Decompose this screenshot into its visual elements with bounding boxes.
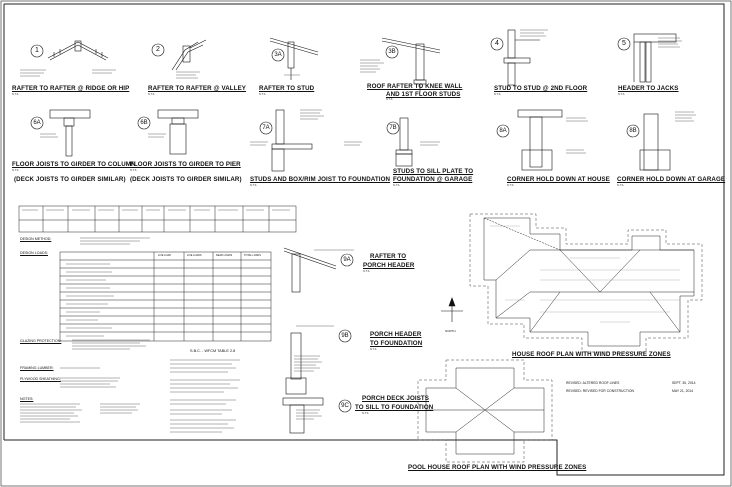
north-arrow-icon [441,297,463,322]
detail-9a-scale: N.T.S. [363,270,371,273]
detail-6a-scale: N.T.S. [12,169,20,172]
detail-6b-drawing [137,109,199,155]
loads-header-3: DEAD LOADS [216,254,233,257]
detail-8a-scale: N.T.S. [507,184,515,187]
north-label: NORTH [445,329,456,333]
revision-1-text: REVISED: ALTERED ROOF LINES [566,381,620,385]
pool-roof-plan-drawing [417,359,553,463]
design-method-heading: DESIGN METHOD: [20,237,52,241]
detail-7a-drawing [259,109,313,172]
detail-9a-title-2: PORCH HEADER [363,262,415,269]
loads-table [59,251,272,342]
detail-9c-number: 9C [341,403,349,409]
detail-3a-number: 3A [274,52,282,58]
detail-5-title: HEADER TO JACKS [618,85,679,92]
detail-4-number: 4 [495,40,499,47]
detail-6b-number: 6B [140,120,148,126]
detail-7b-title: STUDS TO SILL PLATE TO [393,168,474,175]
detail-9b-scale: N.T.S. [370,348,378,351]
revision-2-date: MAY 21, 2014 [672,389,694,393]
detail-9b-title-2: TO FOUNDATION [370,340,423,347]
detail-7b-scale: N.T.S. [393,184,401,187]
detail-2-title: RAFTER TO RAFTER @ VALLEY [148,85,247,92]
detail-9b-number: 9B [341,333,349,339]
detail-7b-number: 7B [389,125,397,131]
detail-3b-title-2: AND 1ST FLOOR STUDS [386,91,461,98]
detail-4-title: STUD TO STUD @ 2ND FLOOR [494,85,588,92]
detail-9a-number: 9A [343,257,351,263]
detail-6b-title: FLOOR JOISTS TO GIRDER TO PIER [130,161,241,168]
notes-heading: NOTES: [20,397,34,401]
detail-9c-title-2: TO SILL TO FOUNDATION [355,404,434,411]
detail-8b-number: 8B [629,128,637,134]
detail-3b-title: ROOF RAFTER TO KNEE WALL [367,83,463,90]
detail-3b-scale: N.T.S. [386,98,394,101]
detail-6b-title-2: (DECK JOISTS TO GIRDER SIMILAR) [130,176,242,183]
detail-3a-title: RAFTER TO STUD [259,85,315,92]
detail-7a-scale: N.T.S. [250,184,258,187]
detail-9a-drawing [283,247,354,293]
revision-1-date: SEPT. 30, 2014 [672,381,696,385]
detail-3a-scale: N.T.S. [259,93,267,96]
detail-2-drawing [151,39,207,71]
detail-3b-drawing [381,37,441,92]
plywood-heading: PLYWOOD SHEATHING: [20,377,61,381]
detail-6a-number: 6A [33,120,41,126]
design-loads-heading: DESIGN LOADS: [20,251,48,255]
detail-2-scale: N.T.S. [148,93,156,96]
detail-8a-number: 8A [499,128,507,134]
detail-6a-drawing [30,109,91,157]
house-roof-plan-drawing [469,213,703,353]
detail-1-drawing [30,40,109,61]
top-table [18,205,297,233]
detail-3b-number: 3B [388,49,396,55]
detail-8b-title: CORNER HOLD DOWN AT GARAGE [617,176,726,183]
detail-8b-scale: N.T.S. [617,184,625,187]
detail-7b-title-2: FOUNDATION @ GARAGE [393,176,473,183]
detail-5-drawing [617,33,677,83]
loads-header-1: LIVE LOAD [158,254,171,257]
loads-header-4: TOTAL LOADS [244,254,261,257]
detail-9b-title: PORCH HEADER [370,331,422,338]
detail-1-title: RAFTER TO RAFTER @ RIDGE OR HIP [12,85,130,92]
detail-9a-title: RAFTER TO [370,253,407,260]
revision-2-text: REVISED: REVISED FOR CONSTRUCTION [566,389,635,393]
detail-4-scale: N.T.S. [494,93,502,96]
detail-9c-title: PORCH DECK JOISTS [362,395,430,402]
detail-3a-drawing [269,37,319,80]
detail-7b-drawing [386,117,413,167]
detail-1-number: 1 [35,47,39,54]
detail-8b-drawing [626,113,671,171]
framing-heading: FRAMING LUMBER: [20,366,54,370]
detail-8a-drawing [496,109,563,171]
detail-9c-scale: N.T.S. [362,412,370,415]
detail-7a-title: STUDS AND BOX/RIM JOIST TO FOUNDATION [250,176,391,183]
detail-7a-number: 7A [262,125,270,131]
glazing-heading: GLAZING PROTECTION: [20,339,62,343]
detail-4-drawing [490,29,540,86]
pool-roof-plan-title: POOL HOUSE ROOF PLAN WITH WIND PRESSURE … [408,464,587,471]
sbc-heading: S.B.C. - WFCM TABLE 2.8 [190,349,236,353]
detail-6a-title: FLOOR JOISTS TO GIRDER TO COLUMN [12,161,136,168]
detail-8a-title: CORNER HOLD DOWN AT HOUSE [507,176,610,183]
loads-header-2: LIVE LOADS [187,254,202,257]
detail-5-number: 5 [622,40,626,47]
detail-5-scale: N.T.S. [618,93,626,96]
detail-6a-title-2: (DECK JOISTS TO GIRDER SIMILAR) [14,176,126,183]
detail-6b-scale: N.T.S. [130,169,138,172]
detail-2-number: 2 [156,46,160,53]
detail-1-scale: N.T.S. [12,93,20,96]
house-roof-plan-title: HOUSE ROOF PLAN WITH WIND PRESSURE ZONES [512,351,671,358]
